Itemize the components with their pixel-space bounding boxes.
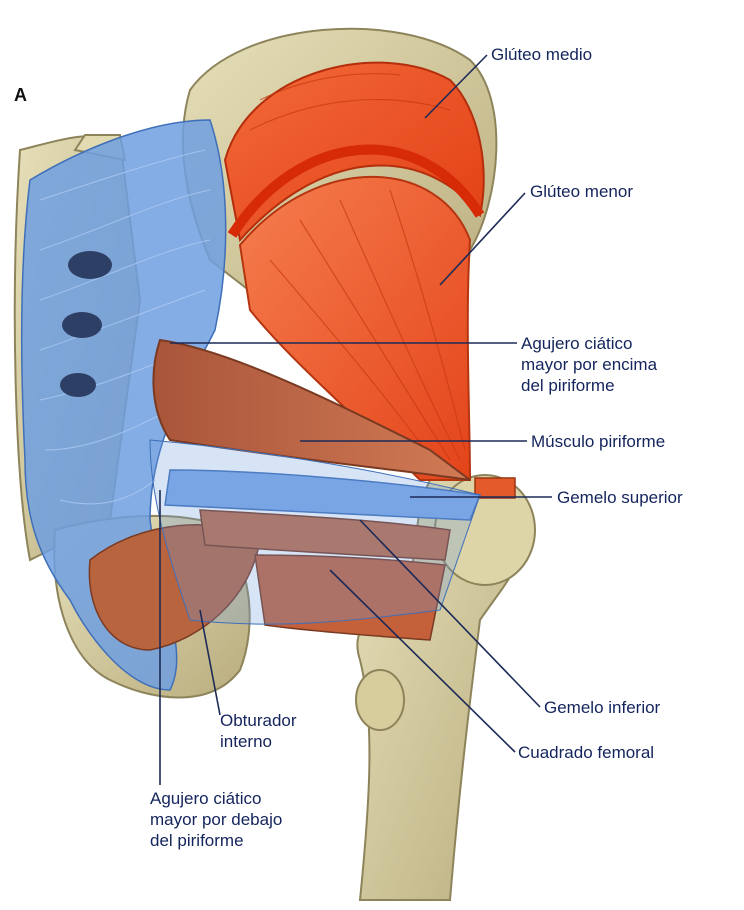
obturator-internus-muscle: [88, 524, 261, 651]
sacral-foramen: [62, 312, 102, 338]
gluteus-minimus-muscle: [238, 175, 472, 481]
label-line: interno: [220, 732, 272, 751]
label-line: Agujero ciático: [150, 789, 262, 808]
sacral-foramen: [68, 251, 112, 279]
label-musculo-piriforme: Músculo piriforme: [531, 432, 666, 451]
gluteus-medius-edge: [227, 144, 485, 238]
label-line: del piriforme: [150, 831, 244, 850]
label-line: mayor por debajo: [150, 810, 283, 829]
ligament-fibers: [39, 149, 211, 505]
label-cuadrado-femoral: Cuadrado femoral: [518, 743, 655, 762]
leader-gluteo-medio: [424, 54, 488, 119]
leader-lines: [159, 54, 552, 785]
leader-gemelo-inferior: [359, 519, 541, 708]
gemellus-superior-muscle: [164, 469, 482, 521]
label-obturador-interno: Obturador interno: [220, 710, 297, 752]
label-line: del piriforme: [521, 376, 615, 395]
label-gluteo-menor: Glúteo menor: [530, 182, 633, 201]
hip-fascia: [149, 439, 481, 625]
lesser-trochanter: [355, 669, 405, 731]
label-line: Obturador: [220, 711, 297, 730]
piriformis-tendon: [474, 477, 516, 499]
label-agujero-encima: Agujero ciático mayor por encima del pir…: [521, 333, 657, 396]
leader-cuadrado-femoral: [329, 569, 516, 753]
label-gemelo-superior: Gemelo superior: [557, 488, 683, 507]
label-gemelo-inferior: Gemelo inferior: [544, 698, 661, 717]
label-agujero-debajo: Agujero ciático mayor por debajo del pir…: [150, 788, 282, 851]
label-line: Agujero ciático: [521, 334, 633, 353]
label-gluteo-medio: Glúteo medio: [491, 45, 593, 64]
panel-letter: A: [14, 85, 27, 105]
leader-obturador: [199, 609, 221, 716]
muscle-fibers: [249, 73, 466, 471]
sacral-foramen: [60, 373, 96, 397]
piriformis-muscle: [152, 338, 471, 481]
quadratus-femoris-muscle: [254, 554, 446, 641]
label-line: mayor por encima: [521, 355, 658, 374]
leader-gluteo-menor: [439, 192, 526, 286]
